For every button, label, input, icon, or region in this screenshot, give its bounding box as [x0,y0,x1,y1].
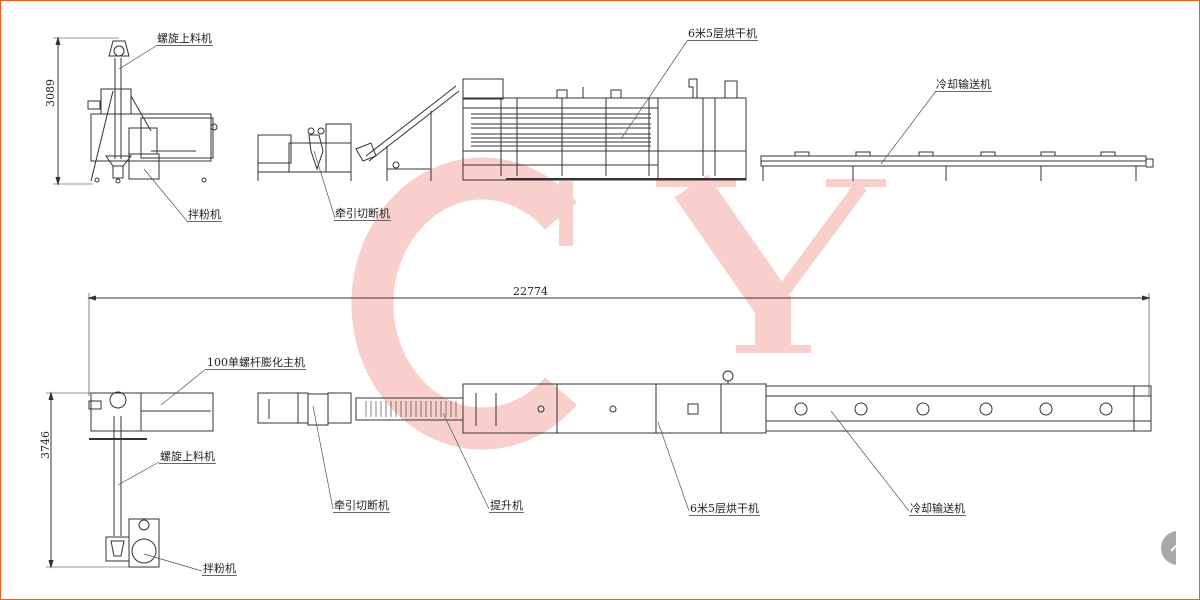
label-screw-feeder-plan: 螺旋上料机 [159,450,216,464]
width-dimension-line [46,391,131,569]
screw-feeder-plan [113,416,122,536]
scroll-to-top-button[interactable] [1161,531,1176,565]
dryer-elevation [462,78,747,181]
watermark-letter-c [351,157,577,450]
label-powder-mixer-elevation: 拌粉机 [187,208,222,222]
cooling-conveyor-plan [765,385,1152,432]
height-dimension-line [53,36,119,186]
leader-lines [117,40,937,572]
extruder-mixer-elevation [87,88,218,184]
extruder-plan [88,391,214,440]
powder-mixer-plan [105,518,160,568]
width-dimension-text: 3746 [39,431,52,459]
watermark-letter-y-right [770,181,867,306]
label-screw-feeder-elevation: 螺旋上料机 [156,32,213,46]
cy-watermark [351,157,886,450]
watermark-letter-y-left [674,174,788,313]
label-powder-mixer-plan: 拌粉机 [202,562,237,576]
label-hoist-plan: 提升机 [489,499,524,513]
label-cooling-conveyor-plan: 冷却输送机 [909,502,966,516]
height-dimension-text: 3089 [44,79,57,107]
traction-cutter-elevation [257,123,352,181]
overall-length-dimension-line [87,293,1151,396]
cooling-conveyor-elevation [760,151,1154,181]
traction-cutter-plan [257,392,352,426]
label-extruder-plan: 100单螺杆膨化主机 [206,356,306,370]
label-traction-cutter-plan: 牵引切断机 [333,499,390,513]
overall-length-dimension-text: 22774 [513,285,548,298]
label-dryer-plan: 6米5层烘干机 [689,502,760,516]
label-traction-cutter-elevation: 牵引切断机 [334,207,391,221]
label-dryer-elevation: 6米5层烘干机 [687,27,758,41]
label-cooling-conveyor-elevation: 冷却输送机 [935,78,992,92]
screw-feeder-elevation [90,40,152,182]
inclined-conveyor-elevation [355,85,460,181]
watermark-letter-y-serifs [656,179,886,353]
